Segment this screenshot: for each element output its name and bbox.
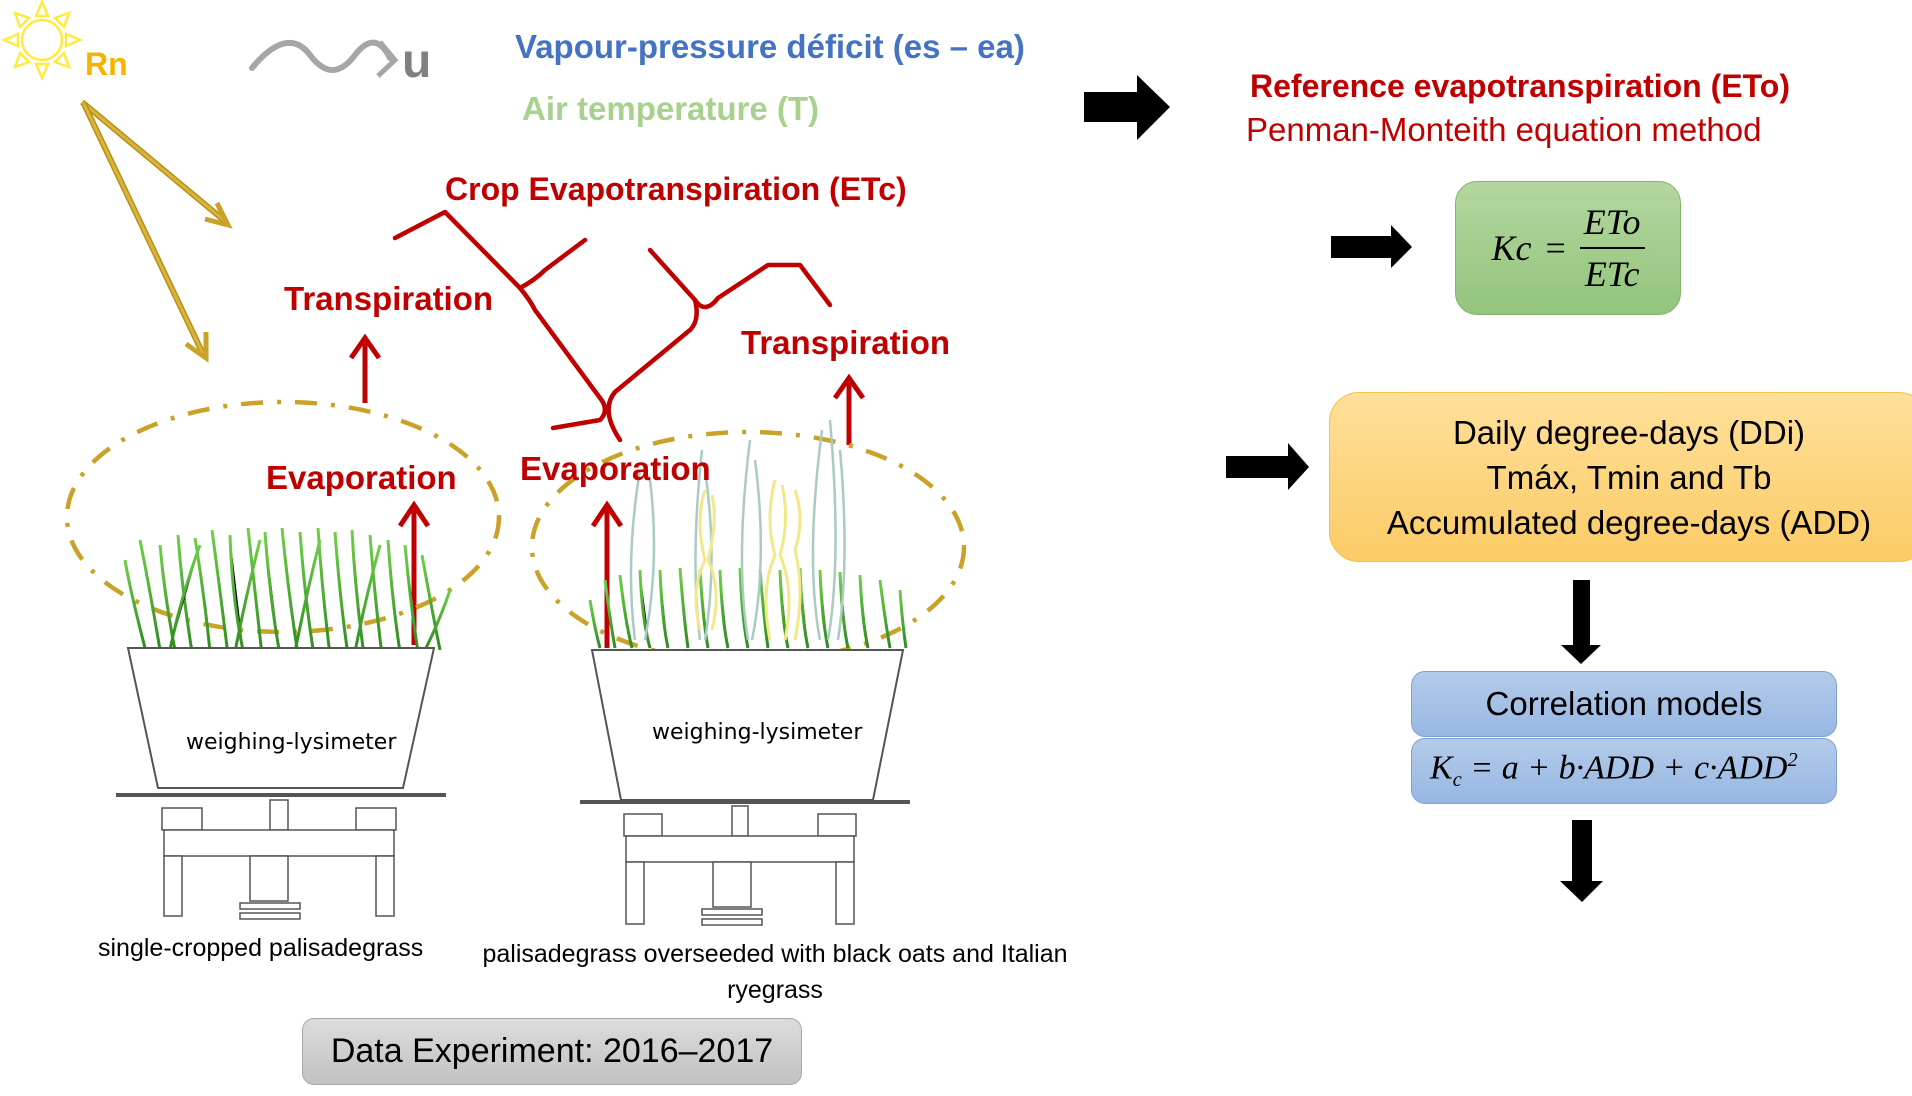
arrow-down-icon: [1560, 820, 1603, 902]
degree-days-line: Tmáx, Tmin and Tb: [1486, 458, 1772, 496]
data-experiment-box: Data Experiment: 2016–2017: [302, 1018, 802, 1085]
transpiration-label-left: Transpiration: [284, 280, 494, 317]
kc-fraction: ETo ETc: [1579, 201, 1645, 295]
kc-equals: =: [1545, 228, 1566, 268]
evaporation-label-left: Evaporation: [266, 459, 457, 496]
kc-lhs: Kc: [1491, 228, 1532, 268]
air-temperature-label: Air temperature (T): [522, 90, 820, 127]
kc-formula: Kc = ETo ETc: [1491, 201, 1645, 295]
kc-denominator: ETc: [1584, 254, 1640, 294]
formula-k: K: [1430, 749, 1453, 787]
net-radiation-label: Rn: [85, 46, 128, 82]
etc-flow-lines: [392, 209, 833, 443]
arrow-right-icon: [1226, 443, 1309, 490]
degree-days-box: Daily degree-days (DDi) Tmáx, Tmin and T…: [1329, 392, 1912, 562]
reference-et-title: Reference evapotranspiration (ETo): [1250, 68, 1790, 104]
formula-superscript: 2: [1787, 749, 1798, 772]
correlation-models-title: Correlation models: [1485, 685, 1763, 722]
crop-boundary-right: [529, 429, 967, 665]
transpiration-arrow-right: [832, 373, 866, 445]
lysimeter-left: [116, 527, 452, 920]
arrow-down-icon: [1561, 580, 1601, 664]
wind-speed-label: u: [402, 35, 432, 88]
lysimeter-right: [580, 419, 910, 926]
data-experiment-label: Data Experiment: 2016–2017: [330, 1032, 774, 1070]
transpiration-label-right: Transpiration: [741, 324, 951, 361]
kc-formula-box: Kc = ETo ETc: [1455, 181, 1681, 315]
formula-k-subscript: c: [1452, 769, 1462, 792]
correlation-models-box: Correlation models: [1411, 671, 1837, 737]
ryegrass-blades: [694, 479, 802, 641]
transpiration-arrow-left: [348, 333, 382, 403]
caption-overseeded: palisadegrass overseeded with black oats…: [482, 940, 1068, 1004]
wind-wave-icon: [249, 39, 399, 78]
degree-days-line: Accumulated degree-days (ADD): [1386, 503, 1872, 541]
lysimeter-label-right: weighing-lysimeter: [652, 720, 863, 745]
sun-icon: [0, 0, 84, 82]
arrow-right-icon: [1084, 75, 1170, 140]
caption-single-cropped: single-cropped palisadegrass: [98, 934, 424, 962]
vapour-pressure-deficit-label: Vapour-pressure déficit (es – ea): [515, 28, 1025, 65]
oats-blades: [629, 419, 846, 641]
evaporation-label-right: Evaporation: [520, 450, 711, 487]
formula-body: = a + b·ADD + c·ADD: [1461, 749, 1788, 787]
correlation-formula: Kc = a + b·ADD + c·ADD2: [1430, 749, 1798, 792]
grass-left: [123, 527, 452, 656]
radiation-arrow-icon: [80, 99, 233, 363]
crop-boundary-left: [64, 399, 502, 635]
evaporation-arrow-right: [590, 500, 624, 648]
degree-days-line: Daily degree-days (DDi): [1452, 413, 1806, 451]
penman-monteith-label: Penman-Monteith equation method: [1246, 111, 1762, 148]
kc-numerator: ETo: [1579, 201, 1645, 249]
correlation-formula-box: Kc = a + b·ADD + c·ADD2: [1411, 738, 1837, 804]
lysimeter-label-left: weighing-lysimeter: [186, 730, 397, 755]
arrow-right-icon: [1331, 225, 1412, 268]
crop-et-title: Crop Evapotranspiration (ETc): [445, 171, 907, 207]
